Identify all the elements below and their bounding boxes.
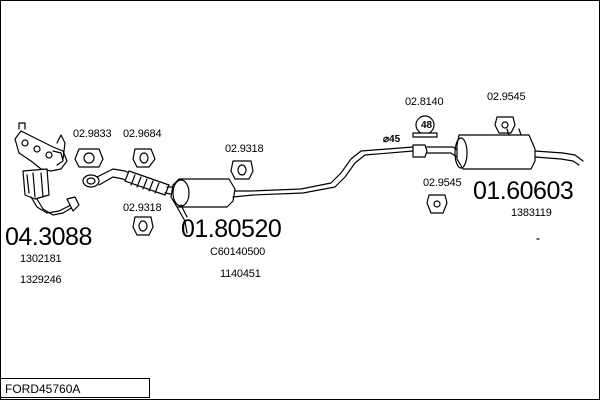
catalytic-converter-manifold[interactable] [14,122,80,216]
ref-1329246: 1329246 [20,274,62,286]
front-pipe-centre-silencer[interactable] [82,144,428,234]
part-02-8140: 02.8140 [405,96,444,108]
clamp-02-8140[interactable] [412,115,438,138]
gasket-02-9318-mid[interactable] [230,160,254,180]
ref-c60140500: C60140500 [210,246,266,258]
ref-1140451: 1140451 [220,268,261,280]
gasket-02-9684[interactable] [132,148,156,168]
part-02-9545-top: 02.9545 [487,91,526,103]
part-04-3088: 04.3088 [5,223,92,251]
rubber-hanger-02-9545-top[interactable] [494,116,516,134]
rear-silencer[interactable] [426,128,584,240]
rubber-hanger-02-9545-bottom[interactable] [426,194,448,214]
part-01-60603: 01.60603 [473,177,574,205]
kit-code-box: FORD45760A [0,378,150,398]
part-02-9318-mid: 02.9318 [225,143,264,155]
part-02-9545-bottom: 02.9545 [423,177,462,189]
kit-code: FORD45760A [5,382,81,396]
gasket-02-9318-front[interactable] [132,216,154,236]
ref-1383119: 1383119 [511,207,552,219]
part-02-9318-front: 02.9318 [123,202,162,214]
gasket-02-9833[interactable] [74,148,104,168]
part-01-80520: 01.80520 [181,215,282,243]
clamp-size-label: 48 [421,120,433,131]
part-02-9684: 02.9684 [123,128,162,140]
pipe-diameter-label: ⌀45 [383,134,401,145]
part-02-9833: 02.9833 [73,128,112,140]
ref-1302181: 1302181 [20,253,62,265]
